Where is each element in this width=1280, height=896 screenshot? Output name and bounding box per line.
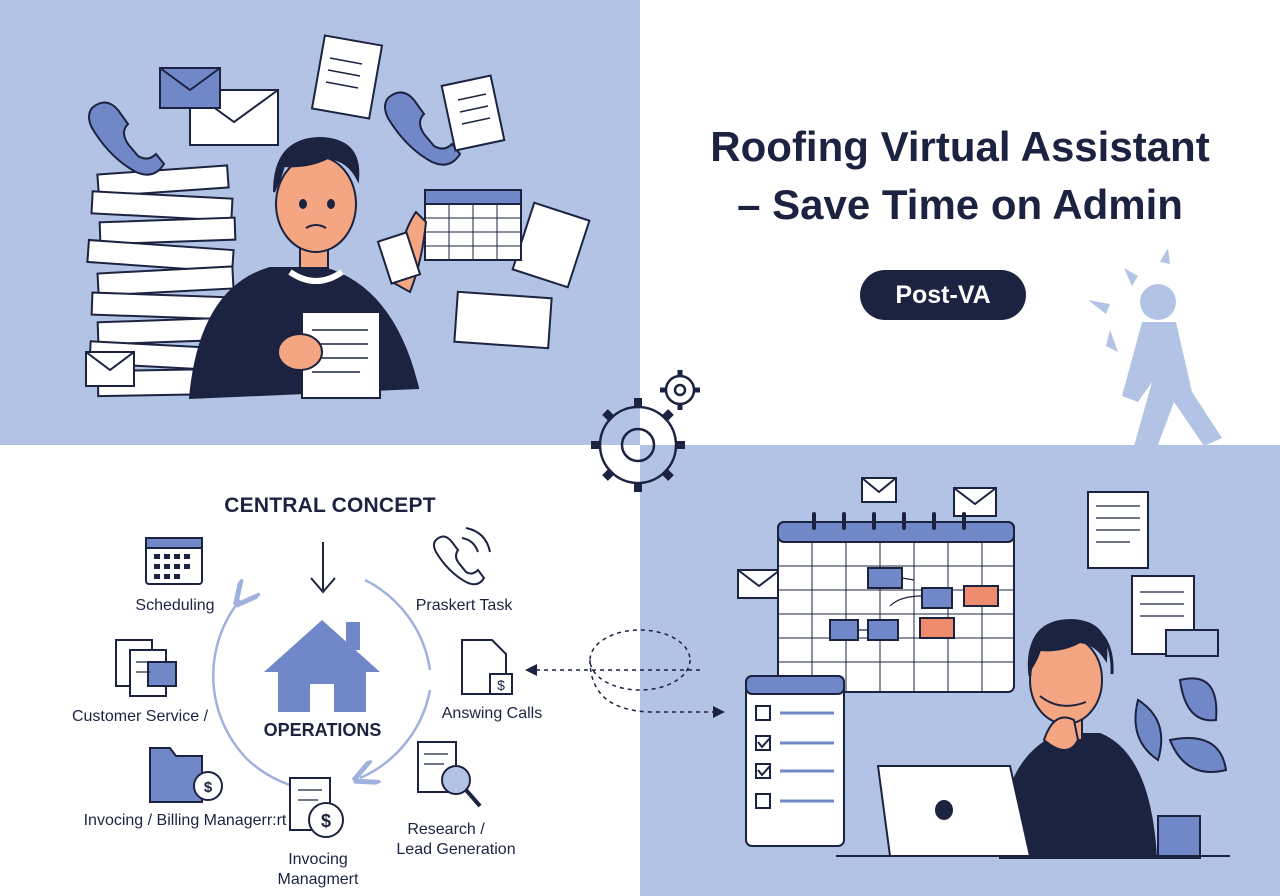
calendar-icon <box>424 189 522 261</box>
big-calendar-icon <box>777 512 1015 693</box>
node-answering-label: Answing Calls <box>441 705 543 722</box>
page-title: Roofing Virtual Assistant – Save Time on… <box>660 118 1260 234</box>
node-invoicing-mgmt-label-1: Invocing <box>288 851 348 868</box>
title-line-1: Roofing Virtual Assistant <box>710 123 1210 170</box>
title-line-2: – Save Time on Admin <box>737 181 1183 228</box>
central-concept-title: CENTRAL CONCEPT <box>224 494 436 517</box>
invoice-dollar-icon: $ <box>289 777 344 838</box>
stressed-worker-illustration <box>188 136 428 400</box>
post-va-badge: Post-VA <box>860 270 1026 320</box>
plant-icon <box>1134 677 1228 859</box>
phone-icon <box>433 527 491 586</box>
laptop-icon <box>836 765 1230 857</box>
gears-icon <box>591 370 700 492</box>
node-scheduling-label: Scheduling <box>135 597 215 614</box>
magnifier-document-icon <box>417 741 482 808</box>
down-arrow-icon <box>310 542 336 594</box>
svg-text:$: $ <box>321 811 331 831</box>
operations-label: OPERATIONS <box>263 720 382 740</box>
node-research-label-1: Research / <box>407 821 485 838</box>
node-invoicing-billing-label: Invocing / Billing Managerr:rt <box>83 812 287 829</box>
connector-arrows <box>525 629 725 718</box>
document-icon <box>1087 491 1219 657</box>
calm-worker-illustration <box>998 618 1158 859</box>
walking-figure-icon <box>1088 248 1222 450</box>
calendar-icon <box>145 537 203 585</box>
svg-text:$: $ <box>497 677 505 693</box>
document-dollar-icon: $ <box>461 639 513 695</box>
node-research-label-2: Lead Generation <box>396 841 516 858</box>
documents-icon <box>115 639 177 697</box>
envelope-icon <box>737 477 997 599</box>
svg-text:$: $ <box>204 779 213 796</box>
envelope-icon <box>85 67 279 387</box>
phone-icon <box>88 91 462 176</box>
node-praskert-label: Praskert Task <box>415 597 513 614</box>
document-icon <box>310 34 591 350</box>
node-customer-service-label: Customer Service / <box>71 708 209 725</box>
folder-coin-icon: $ <box>149 747 223 803</box>
node-invoicing-mgmt-label-2: Managmert <box>277 871 359 888</box>
paper-stack-icon <box>86 164 237 398</box>
checklist-icon <box>745 675 845 847</box>
house-icon <box>264 620 380 712</box>
